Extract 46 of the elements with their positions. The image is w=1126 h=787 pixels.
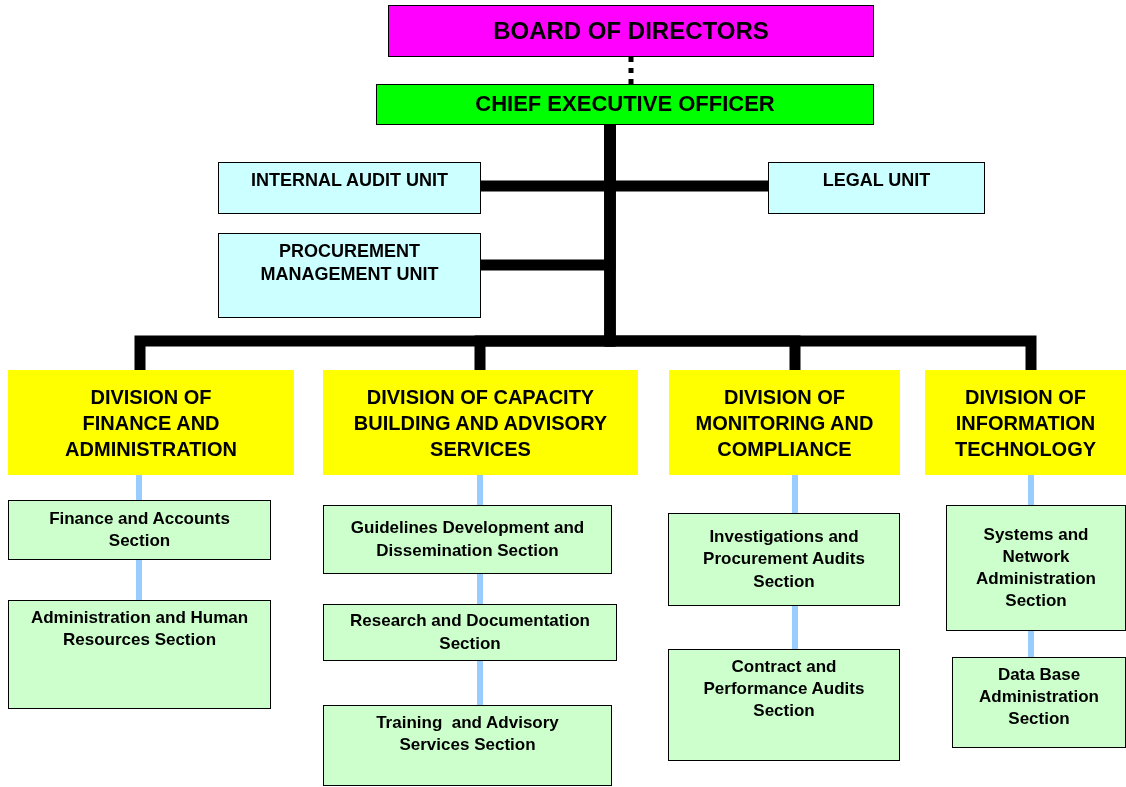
org-box	[668, 513, 900, 606]
org-box	[8, 370, 294, 475]
org-box	[8, 500, 271, 560]
box-label: CHIEF EXECUTIVE OFFICER	[475, 90, 775, 119]
box-label: Research and Documentation Section	[349, 610, 591, 655]
org-box	[669, 370, 900, 475]
org-box	[668, 649, 900, 761]
box-label: BOARD OF DIRECTORS	[493, 16, 769, 47]
box-label: DIVISION OF FINANCE AND ADMINISTRATION	[64, 384, 238, 462]
box-label: PROCUREMENT MANAGEMENT UNIT	[259, 240, 440, 287]
connector-line	[792, 475, 798, 513]
org-box	[388, 5, 874, 57]
box-label: DIVISION OF CAPACITY BUILDING AND ADVISORY SERVICES	[352, 384, 609, 462]
connector-line	[136, 475, 142, 500]
org-box	[946, 505, 1126, 631]
org-box	[323, 705, 612, 786]
box-label: Data Base Administration Section	[978, 664, 1100, 731]
connector-line	[477, 661, 483, 705]
box-label: Finance and Accounts Section	[48, 507, 231, 552]
org-box	[323, 604, 617, 661]
box-label: Administration and Human Resources Section	[29, 607, 250, 652]
connector-line	[792, 606, 798, 649]
org-box	[323, 370, 638, 475]
org-box	[323, 505, 612, 574]
connector-line	[477, 574, 483, 604]
connector-line	[136, 560, 142, 600]
org-box	[768, 162, 985, 214]
org-box	[925, 370, 1126, 475]
connector-line	[1028, 631, 1034, 657]
connector-line	[477, 475, 483, 505]
box-label: Training and Advisory Services Section	[375, 712, 560, 757]
dotted-line	[628, 57, 634, 84]
org-box	[376, 84, 874, 125]
box-label: Contract and Performance Audits Section	[702, 656, 866, 723]
org-box	[218, 233, 481, 318]
connector-line	[1028, 475, 1034, 505]
org-box	[8, 600, 271, 709]
org-box	[218, 162, 481, 214]
box-label: Guidelines Development and Dissemination Section	[349, 517, 586, 562]
box-label: DIVISION OF INFORMATION TECHNOLOGY	[953, 384, 1098, 462]
box-label: Investigations and Procurement Audits Section	[702, 526, 866, 593]
box-label: INTERNAL AUDIT UNIT	[251, 169, 448, 192]
box-label: DIVISION OF MONITORING AND COMPLIANCE	[694, 384, 875, 462]
box-label: LEGAL UNIT	[822, 169, 931, 192]
box-label: Systems and Network Administration Section	[975, 523, 1097, 613]
org-box	[952, 657, 1126, 748]
